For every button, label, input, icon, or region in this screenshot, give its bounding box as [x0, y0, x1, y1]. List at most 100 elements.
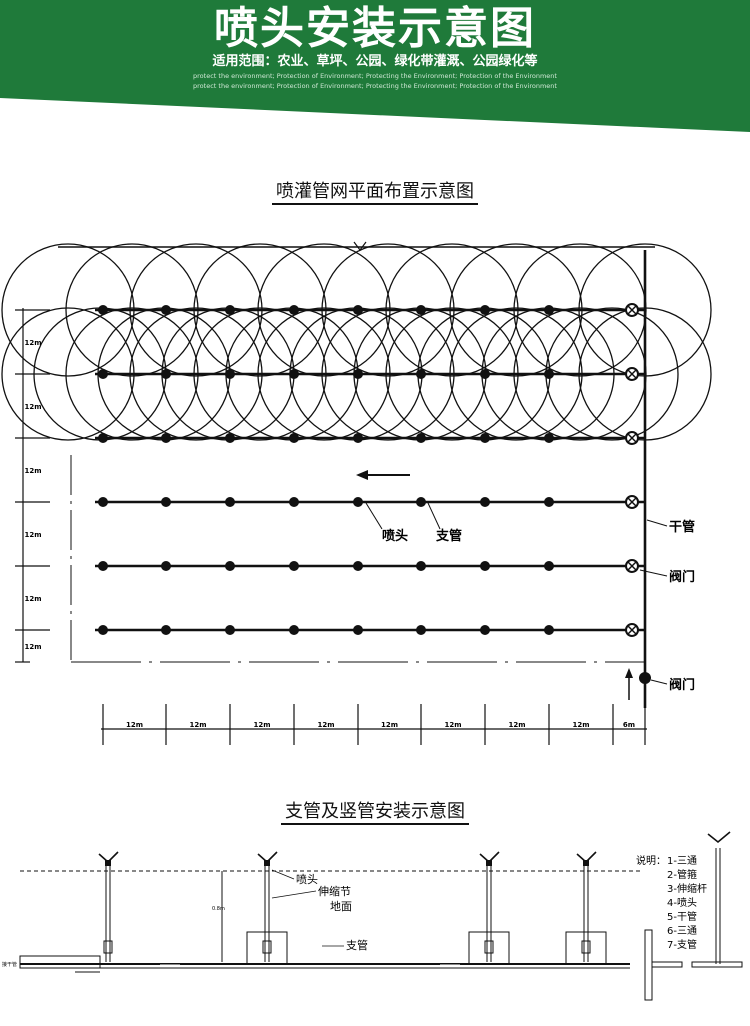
- sprinkler-head: [98, 625, 108, 635]
- leader-valve-2: [650, 679, 668, 685]
- sprinkler-head: [161, 305, 171, 315]
- flow-arrow-head: [356, 470, 368, 480]
- side-dimension-label: 12m: [24, 467, 41, 475]
- page-subtitle: 适用范围：农业、草坪、公园、绿化带灌溉、公园绿化等: [212, 54, 538, 69]
- legend-item-1: 1-三通: [667, 855, 697, 867]
- bottom-dimension-label: 12m: [253, 721, 270, 729]
- riser-fitting: [262, 940, 272, 954]
- sprinkler-head: [416, 625, 426, 635]
- leader-valve-1: [639, 569, 668, 577]
- riser-fitting: [103, 940, 113, 954]
- sprinkler-head: [161, 433, 171, 443]
- valve-cross: [627, 305, 637, 315]
- sprinkler-head: [416, 497, 426, 507]
- legend-item-5: 5-干管: [667, 910, 697, 923]
- sprinkler-head: [98, 497, 108, 507]
- install-title: 支管及竖管安装示意图: [0, 797, 750, 825]
- bottom-dimension-label: 12m: [508, 721, 525, 729]
- sprinkler-head: [544, 561, 554, 571]
- label-sprinkler: 喷头: [382, 528, 408, 544]
- riser-fitting: [581, 940, 591, 954]
- sprinkler-head: [353, 369, 363, 379]
- label-valve-1: 阀门: [669, 569, 695, 585]
- sprinkler-head: [416, 561, 426, 571]
- side-dimension-label: 12m: [24, 339, 41, 347]
- sprinkler-head: [353, 305, 363, 315]
- valve-cross: [627, 433, 637, 443]
- sprinkler-head: [225, 625, 235, 635]
- sprinkler-head: [161, 369, 171, 379]
- bottom-dimension-label: 6m: [623, 721, 635, 729]
- valve-cross: [627, 561, 637, 571]
- leader-main: [646, 519, 668, 527]
- main-pipe-connector: [19, 955, 101, 969]
- inlet-arrow-head: [625, 668, 633, 678]
- risers: [98, 851, 607, 965]
- install-label-ground: 地面: [330, 900, 352, 913]
- sprinkler-head: [416, 369, 426, 379]
- legend-item-3: 3-伸缩杆: [667, 882, 707, 895]
- leader-sprinkler: [365, 502, 383, 530]
- sprinkler-head: [289, 305, 299, 315]
- main-valve: [639, 672, 651, 684]
- sprinkler-head: [225, 497, 235, 507]
- leader-sprinkler: [271, 869, 295, 880]
- sprinkler-head: [480, 497, 490, 507]
- sprinkler-head: [98, 305, 108, 315]
- label-valve-2: 阀门: [669, 677, 695, 693]
- sprinkler-head: [416, 305, 426, 315]
- install-label-sprinkler: 喷头: [296, 873, 318, 886]
- bottom-dimension-label: 12m: [126, 721, 143, 729]
- sprinkler-head: [98, 433, 108, 443]
- valve-cross: [627, 369, 637, 379]
- sprinkler-head: [225, 561, 235, 571]
- riser-box: [246, 931, 288, 965]
- sprinkler-head: [225, 433, 235, 443]
- detail-drawing: [644, 831, 743, 1001]
- sprinkler-head: [289, 561, 299, 571]
- detail-tee: [691, 961, 743, 968]
- bottom-dimension-label: 12m: [317, 721, 334, 729]
- header-background: [0, 0, 750, 132]
- sprinkler-head: [544, 433, 554, 443]
- sprinkler-head: [289, 625, 299, 635]
- boundary-marker: [353, 241, 367, 251]
- sprinkler-head: [225, 305, 235, 315]
- legend-item-7: 7-支管: [667, 938, 697, 951]
- legend-item-6: 6-三通: [667, 925, 697, 937]
- sprinkler-head: [353, 625, 363, 635]
- valve-cross: [627, 497, 637, 507]
- sprinkler-head: [289, 369, 299, 379]
- sprinkler-head: [353, 561, 363, 571]
- install-label-main: 接干管: [2, 961, 17, 968]
- field-boundary: [58, 241, 668, 708]
- sprinkler-head: [480, 369, 490, 379]
- label-main-pipe: 干管: [669, 519, 695, 535]
- sprinkler-head: [544, 369, 554, 379]
- sprinkler-head: [161, 497, 171, 507]
- valves: [625, 303, 651, 684]
- sprinkler-head: [98, 369, 108, 379]
- sprinkler-head: [353, 497, 363, 507]
- legend-item-4: 4-喷头: [667, 897, 697, 909]
- sprinkler-head: [98, 561, 108, 571]
- bottom-dimension-label: 12m: [572, 721, 589, 729]
- riser-box: [468, 931, 510, 965]
- legend-title: 说明：: [636, 854, 666, 867]
- sprinkler-heads: [98, 305, 554, 635]
- side-dimension-label: 12m: [24, 531, 41, 539]
- bottom-dimension-label: 12m: [381, 721, 398, 729]
- sprinkler-head: [416, 433, 426, 443]
- leader-telescopic: [271, 890, 317, 899]
- install-label-height: 0.8m: [212, 906, 225, 912]
- valve-cross: [627, 625, 637, 635]
- riser-box: [565, 931, 607, 965]
- install-label-branch: 支管: [346, 938, 368, 952]
- sprinkler-head: [289, 497, 299, 507]
- detail-main-pipe: [644, 929, 653, 1001]
- sprinkler-head: [480, 433, 490, 443]
- sprinkler-head: [225, 369, 235, 379]
- sprinkler-head: [289, 433, 299, 443]
- sprinkler-head: [353, 433, 363, 443]
